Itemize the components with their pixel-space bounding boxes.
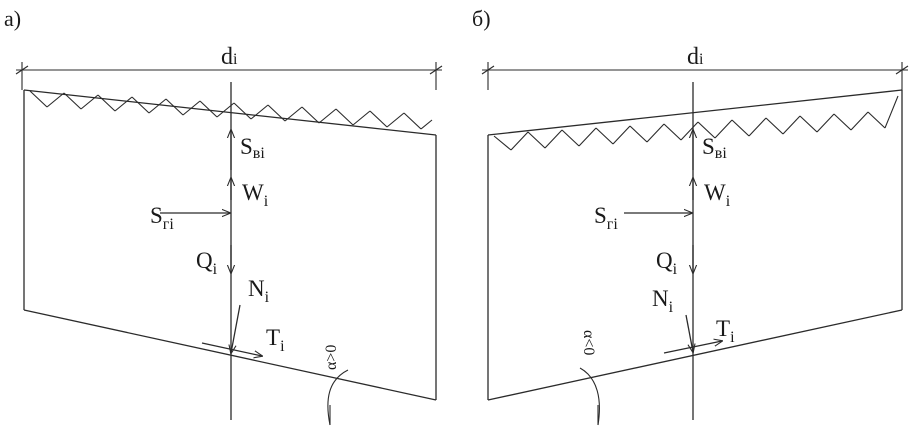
panel-b: б) di Sвi Wi Sгi Qi (472, 6, 909, 426)
panel-a-dimension: di (15, 44, 443, 90)
panel-b-angle: α<0 (579, 330, 600, 426)
force-s-b-label: Sвi (702, 134, 727, 162)
panel-a-angle: α>0 (323, 345, 349, 426)
force-t-label: Ti (266, 325, 285, 355)
ground-hatching (29, 90, 433, 130)
slip-surface (487, 309, 903, 401)
force-q-label: Qi (196, 248, 218, 278)
force-t-arrow (201, 342, 262, 356)
force-w-label: Wi (704, 180, 731, 210)
dimension-label: di (687, 44, 704, 70)
ground-surface (23, 89, 437, 136)
angle-label: α>0 (323, 345, 340, 370)
panel-a-slice (23, 82, 437, 420)
panel-b-forces: Sвi Wi Sгi Qi Ni Ti (594, 130, 735, 353)
angle-arc (327, 369, 349, 426)
dimension-label: di (221, 44, 238, 70)
force-s-b-label: Sвi (240, 134, 265, 162)
force-s-g-label: Sгi (594, 203, 618, 233)
force-t-label: Ti (716, 316, 735, 346)
ground-hatching (493, 95, 899, 151)
panel-b-label: б) (472, 6, 491, 31)
force-s-g-label: Sгi (150, 203, 174, 233)
force-q-label: Qi (656, 248, 678, 278)
ground-surface (487, 89, 903, 136)
angle-label: α<0 (580, 330, 597, 355)
force-n-arrow (231, 304, 241, 353)
force-n-label: Ni (248, 276, 270, 306)
panel-a: а) di Sвi Wi Sгi Qi (4, 6, 443, 426)
panel-a-label: а) (4, 6, 21, 31)
force-w-label: Wi (242, 180, 269, 210)
panel-b-slice (487, 82, 903, 420)
force-n-label: Ni (652, 286, 674, 316)
slip-surface (23, 309, 437, 401)
force-n-arrow (685, 314, 693, 352)
panel-a-forces: Sвi Wi Sгi Qi Ni Ti (150, 130, 285, 356)
panel-b-dimension: di (481, 44, 909, 90)
force-t-arrow (663, 341, 722, 354)
angle-arc (579, 367, 600, 426)
